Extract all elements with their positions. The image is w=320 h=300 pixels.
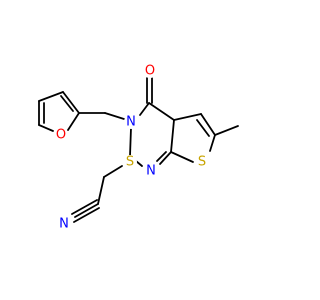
ring-nitrogen-atom: N [144, 164, 158, 179]
carbonyl-oxygen-atom: O [143, 64, 157, 79]
bond [170, 151, 194, 163]
molecule-structure: O N O S N S N [38, 64, 239, 232]
svg-text:O: O [56, 128, 66, 143]
bond [214, 125, 239, 136]
furan-oxygen-atom: O [54, 128, 68, 143]
svg-text:S: S [126, 155, 134, 170]
bond [73, 207, 100, 223]
svg-text:O: O [145, 64, 155, 79]
bonds [38, 77, 239, 223]
thioether-sulfur-atom: S [123, 155, 137, 170]
bond [38, 91, 64, 102]
atom-labels: O N O S N S N [54, 64, 209, 232]
bond [67, 112, 80, 131]
bond [38, 124, 54, 132]
bond [103, 165, 123, 178]
bond [139, 102, 150, 116]
svg-text:N: N [59, 217, 69, 232]
bond [71, 199, 98, 215]
svg-text:N: N [146, 164, 156, 179]
bond [104, 112, 125, 120]
bond [148, 102, 175, 121]
bond [97, 176, 105, 205]
ring-nitrogen-atom: N [124, 115, 138, 130]
bond [200, 113, 216, 136]
bond [209, 134, 216, 152]
bond [173, 113, 202, 121]
thiophene-sulfur-atom: S [195, 155, 209, 170]
bond [60, 95, 74, 112]
bond [74, 203, 99, 218]
svg-text:N: N [126, 115, 136, 130]
bond [170, 119, 175, 153]
svg-text:S: S [198, 155, 206, 170]
bond [62, 91, 80, 114]
nitrile-nitrogen-atom: N [57, 217, 71, 232]
bond [156, 151, 167, 162]
bond [129, 127, 132, 157]
bond [196, 119, 210, 137]
bond [159, 151, 172, 165]
